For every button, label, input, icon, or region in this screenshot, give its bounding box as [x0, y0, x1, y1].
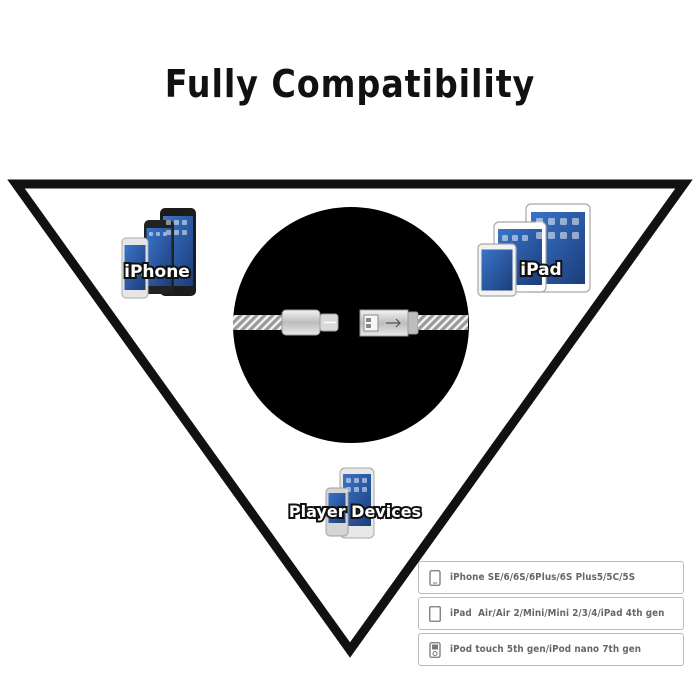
compat-row-ipad: iPad Air/Air 2/Mini/Mini 2/3/4/iPad 4th … — [418, 597, 684, 630]
compat-text-ipod: iPod touch 5th gen/iPod nano 7th gen — [450, 644, 642, 655]
player-devices-image — [325, 467, 375, 539]
page-title: Fully Compatibility — [164, 62, 536, 106]
iphone-label: iPhone — [124, 262, 190, 282]
ipad-label: iPad — [520, 260, 561, 280]
compat-row-ipod: iPod touch 5th gen/iPod nano 7th gen — [418, 633, 684, 666]
ipod-icon — [429, 641, 441, 658]
compat-text-iphone: iPhone SE/6/6S/6Plus/6S Plus5/5C/5S — [450, 572, 636, 583]
center-circle — [233, 207, 469, 443]
compat-text-ipad: iPad Air/Air 2/Mini/Mini 2/3/4/iPad 4th … — [450, 608, 665, 619]
iphone-devices-image — [121, 208, 196, 299]
ipad-devices-image — [477, 203, 591, 297]
tablet-icon — [429, 605, 441, 622]
compatibility-list: iPhone SE/6/6S/6Plus/6S Plus5/5C/5S iPad… — [418, 561, 684, 669]
player-devices-label: Player Devices — [289, 502, 421, 521]
compat-row-iphone: iPhone SE/6/6S/6Plus/6S Plus5/5C/5S — [418, 561, 684, 594]
phone-icon — [429, 569, 441, 586]
cable-image — [233, 309, 468, 337]
